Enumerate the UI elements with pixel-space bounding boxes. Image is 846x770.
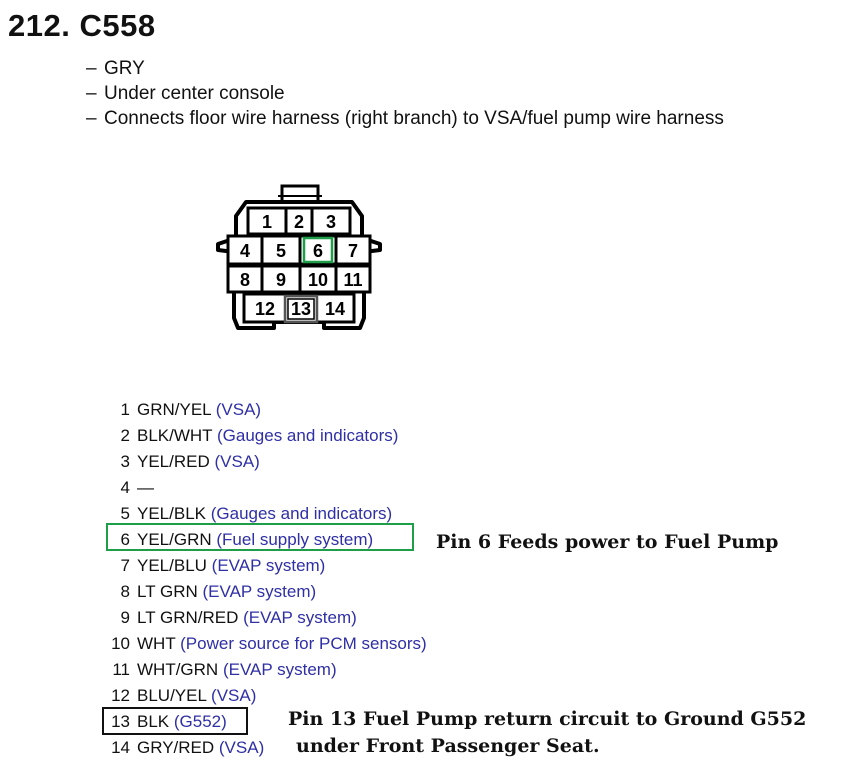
- wire-color: YEL/GRN: [137, 530, 212, 549]
- circuit-description: (Gauges and indicators): [210, 504, 393, 523]
- wire-color: GRN/YEL: [137, 400, 212, 419]
- pin-number: 4: [120, 478, 130, 497]
- pin-number: 2: [120, 426, 130, 445]
- wire-color: GRY/RED: [137, 738, 215, 757]
- pin-number: 3: [120, 452, 130, 471]
- pin-number: 11: [112, 660, 130, 679]
- circuit-description: (EVAP system): [211, 556, 326, 575]
- wire-color: YEL/RED: [137, 452, 210, 471]
- pin-label: 1: [262, 212, 272, 232]
- section-title: 212. C558: [8, 8, 156, 43]
- info-location-text: Under center console: [104, 83, 285, 104]
- pin6-highlight: [302, 236, 334, 264]
- pin-label: 12: [255, 299, 275, 319]
- circuit-description: (Fuel supply system): [216, 530, 374, 549]
- circuit-description: (EVAP system): [222, 660, 337, 679]
- info-color-text: GRY: [104, 58, 145, 79]
- pin-number: 5: [120, 504, 130, 523]
- pin-number: 1: [120, 400, 130, 419]
- wire-color: BLU/YEL: [137, 686, 207, 705]
- pin-row: 2 BLK/WHT (Gauges and indicators): [106, 424, 427, 450]
- pin-label: 5: [276, 241, 286, 261]
- pin-number: 12: [111, 686, 130, 705]
- pin-label: 10: [308, 270, 328, 290]
- pin-label: 6: [313, 241, 323, 261]
- circuit-description: (EVAP system): [202, 582, 317, 601]
- pin13-row-highlight: [102, 707, 248, 735]
- pin-label: 4: [240, 241, 250, 261]
- pin-number: 10: [111, 634, 130, 653]
- pin13-note-line2: under Front Passenger Seat.: [296, 735, 600, 757]
- pin-row: 7 YEL/BLU (EVAP system): [106, 554, 427, 580]
- circuit-description: (VSA): [214, 452, 260, 471]
- pin-number: 9: [120, 608, 130, 627]
- pin-row: 11 WHT/GRN (EVAP system): [106, 658, 427, 684]
- pin-row: 8 LT GRN (EVAP system): [106, 580, 427, 606]
- pin-row: 5 YEL/BLK (Gauges and indicators): [106, 502, 427, 528]
- pin-number: 8: [120, 582, 130, 601]
- wire-color: WHT: [137, 634, 176, 653]
- wire-color: YEL/BLK: [137, 504, 206, 523]
- pin-row: 14 GRY/RED (VSA): [106, 736, 427, 762]
- wire-color: LT GRN/RED: [137, 608, 239, 627]
- pin-label: 13: [291, 299, 311, 319]
- wire-color: WHT/GRN: [137, 660, 219, 679]
- pin-row: 12 BLU/YEL (VSA): [106, 684, 427, 710]
- pin-number: 13: [111, 712, 130, 731]
- info-connection-text: Connects floor wire harness (right branc…: [104, 108, 724, 129]
- pin-label: 9: [276, 270, 286, 290]
- wire-color: BLK: [137, 712, 170, 731]
- wire-color: —: [137, 478, 154, 497]
- circuit-description: (VSA): [215, 400, 262, 419]
- pin-row: 6 YEL/GRN (Fuel supply system): [106, 528, 427, 554]
- pin-number: 6: [120, 530, 130, 549]
- pin-row: 1 GRN/YEL (VSA): [106, 398, 427, 424]
- info-connection: –Connects floor wire harness (right bran…: [86, 108, 724, 129]
- pin-label: 7: [348, 241, 358, 261]
- circuit-description: (G552): [173, 712, 227, 731]
- pin6-row-highlight: [106, 523, 414, 551]
- pin-number: 7: [120, 556, 130, 575]
- circuit-description: (Power source for PCM sensors): [180, 634, 427, 653]
- info-color: –GRY: [86, 58, 145, 79]
- pin-row: 3 YEL/RED (VSA): [106, 450, 427, 476]
- circuit-description: (VSA): [211, 686, 257, 705]
- pin-row: 9 LT GRN/RED (EVAP system): [106, 606, 427, 632]
- connector-c558-face-view: 1 2 3 4 5 6 7 8 9 10 11 12 13 14: [216, 184, 382, 330]
- pin-label: 14: [325, 299, 345, 319]
- circuit-description: (EVAP system): [243, 608, 357, 627]
- circuit-description: (Gauges and indicators): [217, 426, 399, 445]
- pin-row: 4—: [106, 476, 427, 502]
- pin-label: 8: [240, 270, 250, 290]
- circuit-description: (VSA): [218, 738, 265, 757]
- wire-color: LT GRN: [137, 582, 198, 601]
- pin6-note: Pin 6 Feeds power to Fuel Pump: [436, 531, 779, 553]
- pin-assignment-list: 1 GRN/YEL (VSA) 2 BLK/WHT (Gauges and indic…: [106, 398, 427, 762]
- pin-label: 11: [343, 270, 362, 290]
- wire-color: BLK/WHT: [137, 426, 213, 445]
- pin-label: 3: [326, 212, 336, 232]
- connector-latch: [280, 184, 320, 202]
- pin-row: 13 BLK (G552): [106, 710, 427, 736]
- pin13-note-line1: Pin 13 Fuel Pump return circuit to Groun…: [288, 708, 807, 730]
- info-location: –Under center console: [86, 83, 285, 104]
- pin-number: 14: [111, 738, 130, 757]
- connector-info-list: –GRY –Under center console –Connects flo…: [86, 56, 724, 131]
- pin-row: 10 WHT (Power source for PCM sensors): [106, 632, 427, 658]
- pin-label: 2: [294, 212, 304, 232]
- wire-color: YEL/BLU: [137, 556, 207, 575]
